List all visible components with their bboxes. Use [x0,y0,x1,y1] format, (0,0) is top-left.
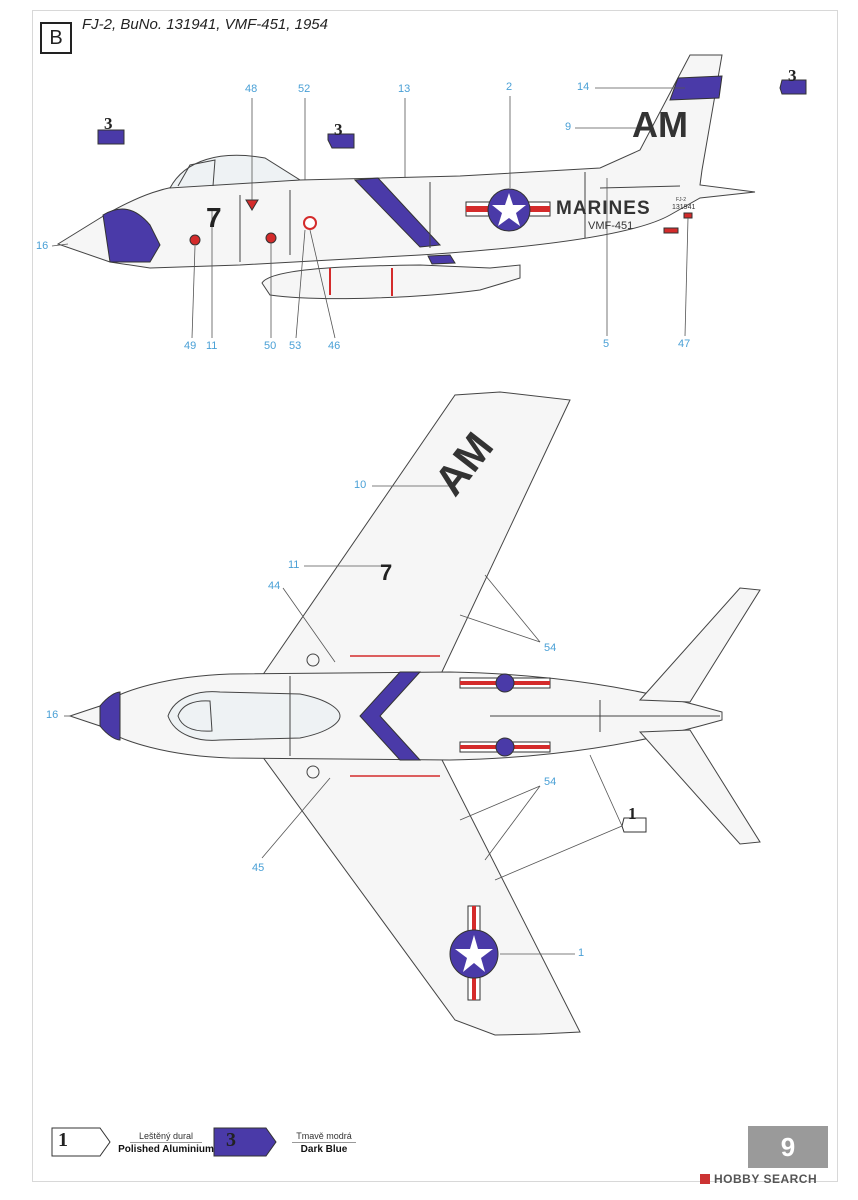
callout-16: 16 [36,240,49,252]
buno-prefix: FJ-2 [676,197,686,203]
watermark: HOBBY SEARCH [700,1172,817,1186]
legend-label-en: Polished Aluminium [118,1144,214,1155]
legend-number: 3 [226,1129,236,1151]
legend-label-cz: Tmavě modrá [296,1131,352,1141]
callout-5: 5 [603,338,610,350]
callout-54-lower: 54 [544,776,557,788]
side-fuselage [56,54,756,269]
buno-text: 131941 [672,204,696,211]
side-leader-lines [51,87,689,339]
top-leader-lines [64,485,623,955]
marines-text: MARINES [556,198,651,219]
top-lower-wing [261,755,581,1036]
callout-47: 47 [678,338,691,350]
top-canopy [167,691,341,741]
watermark-text: HOBBY SEARCH [714,1172,818,1186]
top-upper-wing [261,391,571,677]
callout-11-top: 11 [288,559,300,571]
callout-13: 13 [398,83,411,95]
side-fuselage-stripe [353,177,442,248]
page-number: 9 [748,1126,828,1168]
callout-48: 48 [245,83,258,95]
side-canopy [169,154,302,189]
legend-chip-shapes [51,1127,277,1157]
callout-50: 50 [264,340,277,352]
callout-2: 2 [506,81,513,93]
paint-chip-shapes [97,79,807,833]
top-lower-tailplane [638,729,761,845]
page-frame [32,10,838,1182]
sheet-badge: B [40,22,72,54]
side-nose-blue [102,208,161,263]
side-tail-band [669,75,723,101]
legend-label-cz: Leštěný dural [138,1131,194,1141]
side-view [56,54,756,300]
legend-number: 1 [58,1129,68,1151]
side-number: 7 [206,202,222,233]
callout-14: 14 [577,81,590,93]
callout-45: 45 [252,862,265,874]
chip-number: 3 [104,114,113,133]
side-code: AM [632,104,688,145]
top-chevron [359,671,422,761]
top-view [68,391,761,1036]
callout-44: 44 [268,580,281,592]
top-upper-tailplane [638,587,761,703]
squadron-text: VMF-451 [588,220,634,232]
callout-53: 53 [289,340,302,352]
wing-number: 7 [380,560,393,585]
callout-49: 49 [184,340,197,352]
callout-1: 1 [578,947,585,959]
page-title: FJ-2, BuNo. 131941, VMF-451, 1954 [82,16,328,33]
callout-54-upper: 54 [544,642,557,654]
chip-number: 3 [788,66,797,85]
callout-11: 11 [206,340,218,352]
hobby-search-logo-icon [700,1174,710,1184]
legend-label-en: Dark Blue [300,1144,348,1155]
chip-number: 3 [334,120,343,139]
callout-52: 52 [298,83,311,95]
callout-9: 9 [565,121,572,133]
callout-10: 10 [354,479,367,491]
chip-number: 1 [628,804,637,823]
callout-16-top: 16 [46,709,59,721]
top-nose-blue [99,691,121,741]
callout-46: 46 [328,340,341,352]
